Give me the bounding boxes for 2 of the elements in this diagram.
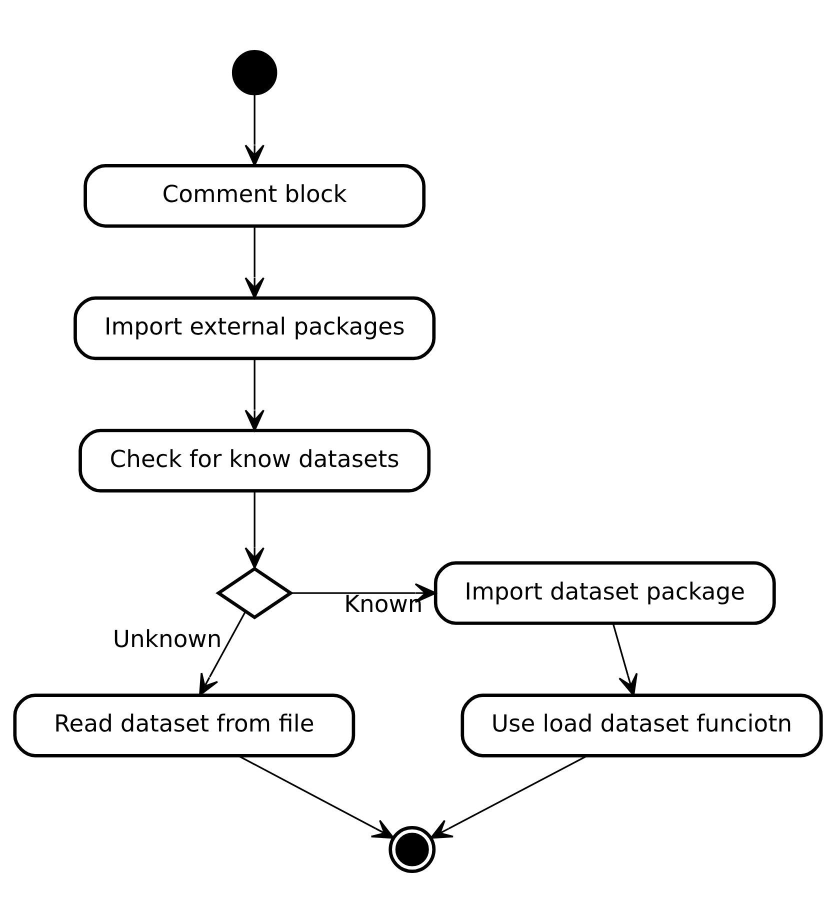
edge-label: Unknown	[112, 624, 222, 653]
edge-label: Known	[344, 589, 423, 618]
